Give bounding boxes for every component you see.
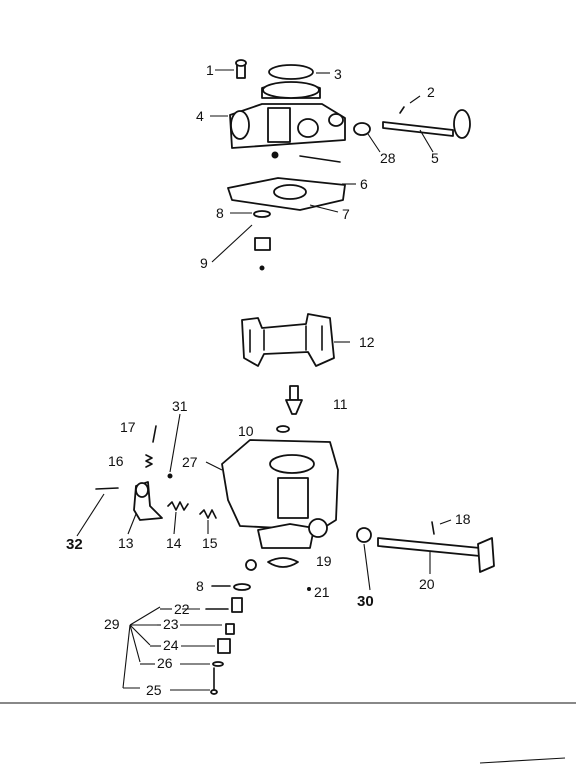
callout-15: 15 <box>202 535 218 551</box>
part-6-gasket <box>227 177 356 211</box>
callout-29: 29 <box>104 616 120 632</box>
part-9-float-pin <box>211 224 271 271</box>
callout-28: 28 <box>380 150 396 166</box>
callout-12: 12 <box>359 334 375 350</box>
part-11-valve <box>285 385 303 415</box>
part-8-jet <box>211 583 251 591</box>
bracket-29 <box>122 606 222 691</box>
callout-9: 9 <box>200 255 208 271</box>
callout-14: 14 <box>166 535 182 551</box>
callout-6: 6 <box>360 176 368 192</box>
callout-24: 24 <box>163 637 179 653</box>
part-1-screw <box>215 59 247 79</box>
part-12-float <box>241 313 350 367</box>
callout-26: 26 <box>157 655 173 671</box>
callout-8-upper: 8 <box>216 205 224 221</box>
part-20-throttle-shaft <box>377 537 495 574</box>
callout-10: 10 <box>238 423 254 439</box>
part-2-screw <box>399 95 421 114</box>
part-30-seal <box>356 527 372 591</box>
callout-22: 22 <box>174 601 190 617</box>
part-21-dot <box>307 587 311 591</box>
callout-1: 1 <box>206 62 214 78</box>
part-16-spring <box>145 454 153 468</box>
callout-25: 25 <box>146 682 162 698</box>
callout-30: 30 <box>357 593 374 610</box>
callout-17: 17 <box>120 419 136 435</box>
part-14-spring <box>167 501 189 535</box>
part-3-cap <box>268 64 330 80</box>
part-8-needle <box>230 210 271 218</box>
callout-3: 3 <box>334 66 342 82</box>
part-10-washer <box>276 425 290 433</box>
callout-11: 11 <box>333 396 348 412</box>
callout-2: 2 <box>427 84 435 100</box>
callout-23: 23 <box>163 616 179 632</box>
part-17-screw <box>152 425 157 443</box>
part-7-needle-seat <box>309 204 339 213</box>
part-25-needle <box>210 667 218 695</box>
part-15-screw <box>199 509 217 534</box>
part-24-nut <box>217 638 231 654</box>
callout-13: 13 <box>118 535 134 551</box>
callout-27: 27 <box>182 454 198 470</box>
callout-7: 7 <box>342 206 350 222</box>
part-26-washer <box>212 661 224 667</box>
part-19-gasket <box>245 557 299 571</box>
callout-21: 21 <box>314 584 330 600</box>
part-22-jet <box>205 597 243 613</box>
callout-5: 5 <box>431 150 439 166</box>
part-4-air-horn <box>210 81 346 163</box>
part-28-bushing <box>353 122 381 153</box>
callout-32: 32 <box>66 536 83 553</box>
corner-mark <box>479 757 566 764</box>
callout-4: 4 <box>196 108 204 124</box>
part-13-bracket <box>127 481 163 535</box>
part-27-float-bowl <box>205 439 339 549</box>
callout-31: 31 <box>172 398 188 414</box>
part-5-shaft <box>382 109 471 153</box>
callout-8-lower: 8 <box>196 578 204 594</box>
part-31-spring <box>167 413 181 479</box>
callout-18: 18 <box>455 511 471 527</box>
callout-20: 20 <box>419 576 435 592</box>
callout-19: 19 <box>316 553 332 569</box>
callout-16: 16 <box>108 453 124 469</box>
part-23-washer <box>225 623 235 635</box>
part-32-screw <box>76 487 119 537</box>
part-18-screw <box>431 519 452 535</box>
